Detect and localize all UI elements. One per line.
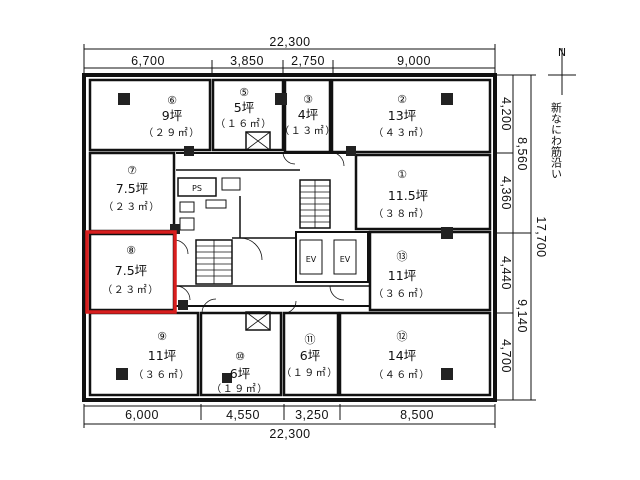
top-dim-4: 9,000 bbox=[397, 54, 431, 68]
unit-number: ⑤ bbox=[239, 86, 249, 99]
unit-area-m2: （３６㎡） bbox=[373, 288, 431, 300]
unit-number: ⑫ bbox=[397, 330, 408, 343]
unit-area-tsubo: 7.5坪 bbox=[115, 263, 147, 278]
top-dim-2: 3,850 bbox=[230, 54, 264, 68]
unit-area-m2: （１９㎡） bbox=[211, 383, 269, 395]
unit-area-tsubo: 5坪 bbox=[234, 100, 254, 115]
top-total-dim: 22,300 bbox=[269, 35, 310, 49]
unit-number: ⑨ bbox=[157, 330, 167, 343]
unit-5[interactable]: ⑤ 5坪 （１６㎡） bbox=[215, 86, 273, 130]
unit-number: ⑦ bbox=[127, 164, 137, 177]
unit-area-m2: （２９㎡） bbox=[143, 127, 201, 139]
bottom-total-dim: 22,300 bbox=[269, 427, 310, 441]
ps-label: PS bbox=[192, 184, 202, 193]
unit-area-tsubo: 11.5坪 bbox=[388, 188, 428, 203]
unit-area-m2: （１９㎡） bbox=[281, 367, 339, 379]
unit-area-tsubo: 6坪 bbox=[300, 348, 320, 363]
right-dim-1: 4,200 bbox=[499, 97, 513, 131]
unit-area-tsubo: 13坪 bbox=[388, 108, 416, 123]
unit-area-tsubo: 14坪 bbox=[388, 348, 416, 363]
bottom-dim-3: 3,250 bbox=[295, 408, 329, 422]
north-arrow-icon bbox=[548, 48, 576, 95]
right-dim-3: 4,440 bbox=[499, 256, 513, 290]
right-dimensions bbox=[497, 74, 536, 401]
right-mid-dim-2: 9,140 bbox=[515, 299, 529, 333]
unit-1[interactable]: ① 11.5坪 （３８㎡） bbox=[373, 168, 431, 220]
unit-12[interactable]: ⑫ 14坪 （４６㎡） bbox=[373, 330, 431, 381]
unit-area-tsubo: 7.5坪 bbox=[116, 181, 148, 196]
top-dim-1: 6,700 bbox=[131, 54, 165, 68]
bottom-dim-4: 8,500 bbox=[400, 408, 434, 422]
unit-number: ⑩ bbox=[235, 350, 245, 363]
unit-area-m2: （４６㎡） bbox=[373, 369, 431, 381]
top-dimensions bbox=[83, 44, 496, 74]
unit-area-m2: （２３㎡） bbox=[103, 201, 161, 213]
unit-area-tsubo: 11坪 bbox=[388, 268, 416, 283]
unit-area-tsubo: 9坪 bbox=[162, 108, 182, 123]
unit-area-tsubo: 6坪 bbox=[230, 366, 250, 381]
ev-label-1: EV bbox=[306, 255, 317, 264]
unit-9[interactable]: ⑨ 11坪 （３６㎡） bbox=[133, 330, 191, 381]
unit-area-m2: （１６㎡） bbox=[215, 118, 273, 130]
unit-13[interactable]: ⑬ 11坪 （３６㎡） bbox=[373, 250, 431, 300]
outer-wall bbox=[82, 73, 497, 402]
unit-area-tsubo: 4坪 bbox=[298, 107, 318, 122]
unit-number: ② bbox=[397, 93, 407, 106]
ev-label-2: EV bbox=[340, 255, 351, 264]
unit-area-m2: （３８㎡） bbox=[373, 208, 431, 220]
unit-11[interactable]: ⑪ 6坪 （１９㎡） bbox=[281, 333, 339, 379]
core-area bbox=[173, 131, 370, 331]
bottom-dimensions bbox=[83, 404, 496, 428]
street-label: 新なにわ筋沿い bbox=[550, 101, 563, 179]
selected-unit-highlight bbox=[85, 230, 177, 314]
unit-number: ⑥ bbox=[167, 94, 177, 107]
unit-10[interactable]: ⑩ 6坪 （１９㎡） bbox=[211, 350, 269, 395]
unit-7[interactable]: ⑦ 7.5坪 （２３㎡） bbox=[103, 164, 161, 213]
unit-number: ① bbox=[397, 168, 407, 181]
unit-area-m2: （１３㎡） bbox=[279, 125, 337, 137]
unit-number: ⑧ bbox=[126, 244, 136, 257]
unit-area-m2: （２３㎡） bbox=[102, 284, 160, 296]
bottom-dim-1: 6,000 bbox=[125, 408, 159, 422]
unit-walls bbox=[88, 78, 492, 397]
unit-number: ⑬ bbox=[397, 250, 408, 263]
compass-label: N bbox=[558, 46, 566, 59]
top-dim-3: 2,750 bbox=[291, 54, 325, 68]
unit-area-m2: （３６㎡） bbox=[133, 369, 191, 381]
structural-columns bbox=[116, 93, 453, 383]
right-total-dim: 17,700 bbox=[534, 216, 548, 257]
unit-area-tsubo: 11坪 bbox=[148, 348, 176, 363]
unit-2[interactable]: ② 13坪 （４３㎡） bbox=[373, 93, 431, 139]
unit-number: ⑪ bbox=[305, 333, 316, 346]
unit-number: ③ bbox=[303, 93, 313, 106]
unit-area-m2: （４３㎡） bbox=[373, 127, 431, 139]
unit-8[interactable]: ⑧ 7.5坪 （２３㎡） bbox=[102, 244, 160, 296]
unit-3[interactable]: ③ 4坪 （１３㎡） bbox=[279, 93, 337, 137]
right-dim-4: 4,700 bbox=[499, 339, 513, 373]
bottom-dim-2: 4,550 bbox=[226, 408, 260, 422]
unit-6[interactable]: ⑥ 9坪 （２９㎡） bbox=[143, 94, 201, 139]
right-dim-2: 4,360 bbox=[499, 176, 513, 210]
right-mid-dim-1: 8,560 bbox=[515, 137, 529, 171]
